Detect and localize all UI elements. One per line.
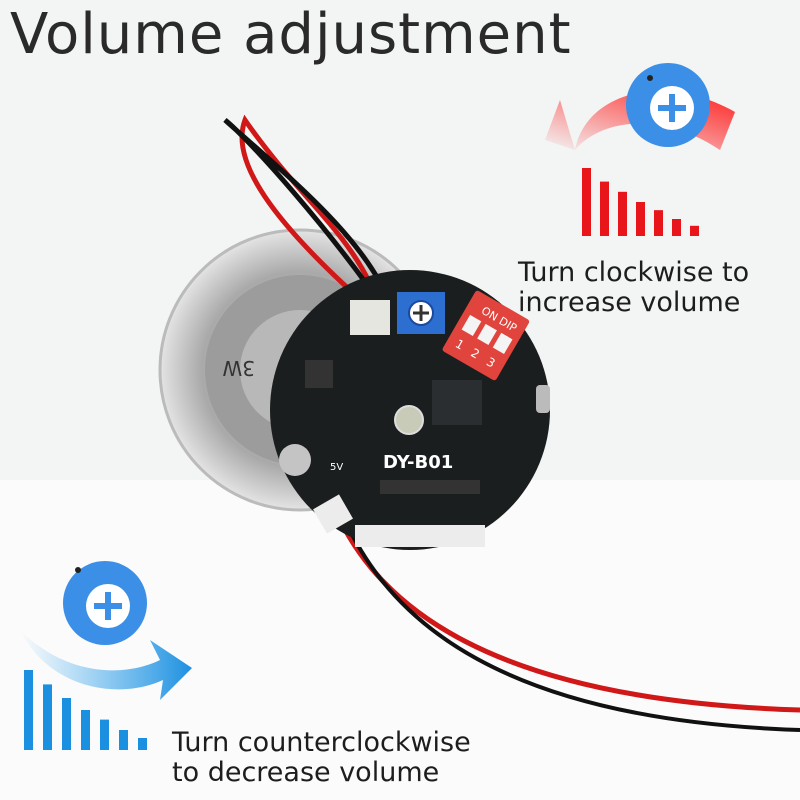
volume-bar bbox=[138, 738, 147, 750]
board-model: DY-B01 bbox=[383, 452, 453, 473]
volume-bar bbox=[672, 219, 681, 236]
counterclockwise-caption: Turn counterclockwise to decrease volume bbox=[172, 727, 471, 788]
dip-switch[interactable]: ON DIP 1 2 3 bbox=[442, 290, 531, 382]
io-connector bbox=[355, 525, 485, 547]
page-title: Volume adjustment bbox=[10, 2, 572, 67]
counterclockwise-arrow bbox=[20, 630, 192, 700]
volume-bar bbox=[582, 168, 591, 236]
black-wire bbox=[223, 118, 395, 312]
volume-bar bbox=[43, 684, 52, 750]
knob-counterclockwise-icon bbox=[63, 561, 147, 645]
red-wire bbox=[239, 114, 383, 312]
circuit-board: ON DIP 1 2 3 DY-B01 5V bbox=[270, 270, 550, 550]
speaker-connector bbox=[350, 300, 390, 335]
speaker-label: 3W bbox=[222, 356, 255, 380]
svg-text:5V: 5V bbox=[330, 462, 343, 473]
volume-bars-decrease bbox=[24, 670, 147, 750]
volume-bar bbox=[618, 191, 627, 236]
volume-bar bbox=[24, 670, 33, 750]
usb-port bbox=[536, 385, 550, 413]
volume-bar bbox=[119, 730, 128, 750]
volume-bars-increase bbox=[582, 168, 699, 236]
volume-bar bbox=[690, 225, 699, 236]
volume-bar bbox=[654, 210, 663, 236]
volume-bar bbox=[81, 710, 90, 750]
red-wire-lower bbox=[337, 518, 800, 713]
volume-bar bbox=[636, 202, 645, 236]
volume-bar bbox=[600, 181, 609, 236]
knob-clockwise-icon bbox=[626, 63, 710, 147]
clockwise-caption: Turn clockwise to increase volume bbox=[518, 257, 750, 318]
volume-bar bbox=[100, 719, 109, 750]
volume-bar bbox=[62, 698, 71, 750]
